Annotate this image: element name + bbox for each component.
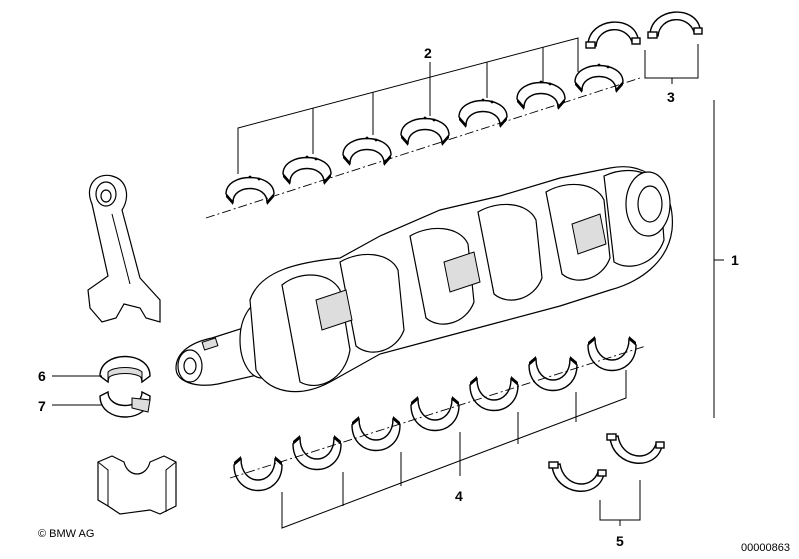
upper-thrust-washers (585, 11, 703, 84)
lower-thrust-washers (548, 433, 665, 526)
upper-main-bearing-shells (205, 62, 641, 219)
diagram-number: 00000863 (741, 542, 790, 554)
callout-2: 2 (424, 45, 432, 61)
callout-7: 7 (38, 398, 46, 414)
connecting-rod-cap (97, 455, 177, 515)
callout-5: 5 (616, 533, 624, 549)
callout-2-leader (237, 37, 579, 174)
rod-bearing-shell-upper (99, 355, 151, 384)
callout-6: 6 (38, 368, 46, 384)
connecting-rod (87, 174, 161, 323)
callout-3: 3 (667, 89, 675, 105)
callout-1: 1 (731, 252, 739, 268)
callout-4-leader (281, 370, 627, 529)
crankshaft (175, 166, 673, 393)
lower-main-bearing-shells (229, 335, 647, 492)
callout-1-leader (713, 100, 724, 418)
copyright-notice: © BMW AG (38, 528, 94, 540)
callout-4: 4 (455, 488, 463, 504)
rod-bearing-shell-lower (99, 390, 151, 418)
